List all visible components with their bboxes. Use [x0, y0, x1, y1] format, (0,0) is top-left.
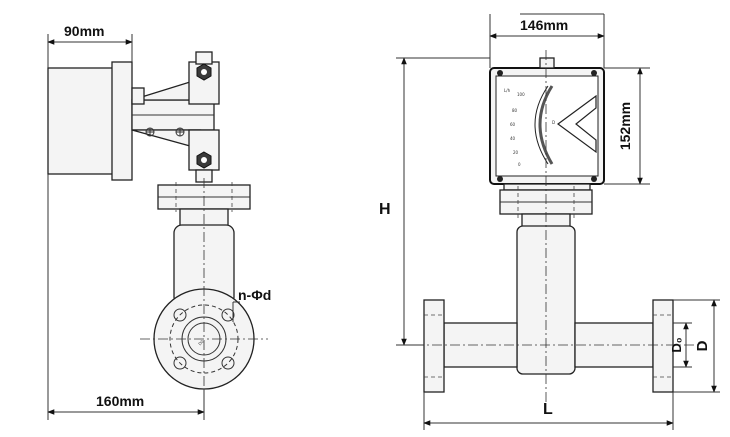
housing-rear [47, 67, 121, 175]
dim-d0-label: D₀ [669, 337, 684, 352]
dim-90mm-label: 90mm [64, 23, 104, 39]
bolt-hole-icon [221, 308, 235, 322]
gauge-tick-label: 60 [510, 122, 516, 127]
hole-spec-label: n-Φd [238, 287, 271, 303]
front-view: L/h 100 80 60 40 20 0 D [396, 13, 720, 430]
gauge-tick-label: 20 [513, 150, 519, 155]
dim-146mm-label: 146mm [520, 17, 568, 33]
dim-d-label: D [694, 340, 711, 351]
svg-text:L/h: L/h [504, 88, 511, 93]
dim-152mm-label: 152mm [617, 102, 633, 150]
dim-160mm-label: 160mm [96, 393, 144, 409]
gauge-tick-label: 40 [510, 136, 516, 141]
end-flange-left [423, 299, 445, 393]
gauge-tick-label: 0 [518, 162, 521, 167]
bolt-hole-icon [173, 356, 187, 370]
bolt-hole-icon [173, 308, 187, 322]
side-view: D0 [47, 34, 268, 420]
dim-l-label: L [543, 401, 553, 418]
dim-h-label: H [379, 201, 391, 218]
pointer-icon [556, 94, 597, 154]
svg-text:D: D [552, 120, 555, 125]
svg-text:D0: D0 [197, 339, 205, 347]
housing-flange [111, 61, 133, 181]
end-flange-right [652, 299, 674, 393]
bolt-hole-icon [221, 356, 235, 370]
gauge-tick-label: 80 [512, 108, 518, 113]
gauge-tick-label: 100 [517, 92, 525, 97]
gauge-scale: L/h 100 80 60 40 20 0 [504, 88, 525, 167]
